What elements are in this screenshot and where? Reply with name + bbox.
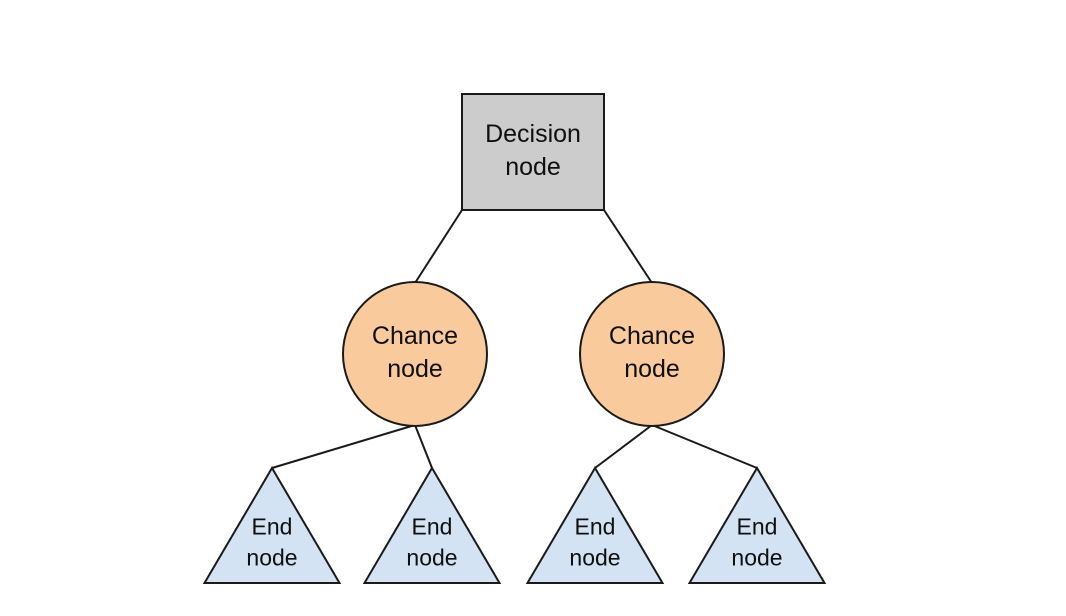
end-node-2[interactable]: End node — [362, 466, 502, 584]
edge-chance-left-to-end-node-1 — [271, 424, 416, 469]
end-node-3-triangle[interactable] — [525, 466, 665, 584]
edge-group — [271, 209, 758, 469]
end-node-4-label-line1: End — [737, 514, 778, 540]
edge-chance-right-to-end-node-3 — [594, 424, 653, 469]
end-node-4-triangle[interactable] — [687, 466, 827, 584]
end-node-1-label-line2: node — [246, 545, 297, 571]
edge-chance-left-to-end-node-2 — [414, 424, 433, 469]
end-node-2-label-line1: End — [412, 514, 453, 540]
end-node-3-label-line2: node — [569, 545, 620, 571]
edge-decision-to-chance-left — [414, 209, 463, 284]
decision-node-rectangle[interactable] — [461, 93, 605, 211]
chance-node-right-label-line2: node — [624, 355, 680, 383]
edge-chance-right-to-end-node-4 — [651, 424, 758, 469]
edge-decision-to-chance-right — [603, 209, 653, 284]
chance-node-left-circle[interactable] — [342, 281, 488, 427]
end-node-3-label-line1: End — [575, 514, 616, 540]
decision-node-label-line1: Decision — [485, 120, 581, 148]
chance-node-right-label-line1: Chance — [609, 322, 695, 350]
end-node-4-label-line2: node — [731, 545, 782, 571]
end-node-1-label-line1: End — [252, 514, 293, 540]
decision-node[interactable]: Decision node — [461, 93, 605, 211]
chance-node-left[interactable]: Chance node — [342, 281, 488, 427]
end-node-4[interactable]: End node — [687, 466, 827, 584]
end-node-2-label-line2: node — [406, 545, 457, 571]
end-node-1[interactable]: End node — [202, 466, 342, 584]
decision-node-label-line2: node — [505, 153, 561, 181]
chance-node-left-label-line1: Chance — [372, 322, 458, 350]
end-node-2-triangle[interactable] — [362, 466, 502, 584]
end-node-1-triangle[interactable] — [202, 466, 342, 584]
chance-node-right[interactable]: Chance node — [579, 281, 725, 427]
chance-node-left-label-line2: node — [387, 355, 443, 383]
chance-node-right-circle[interactable] — [579, 281, 725, 427]
end-node-3[interactable]: End node — [525, 466, 665, 584]
